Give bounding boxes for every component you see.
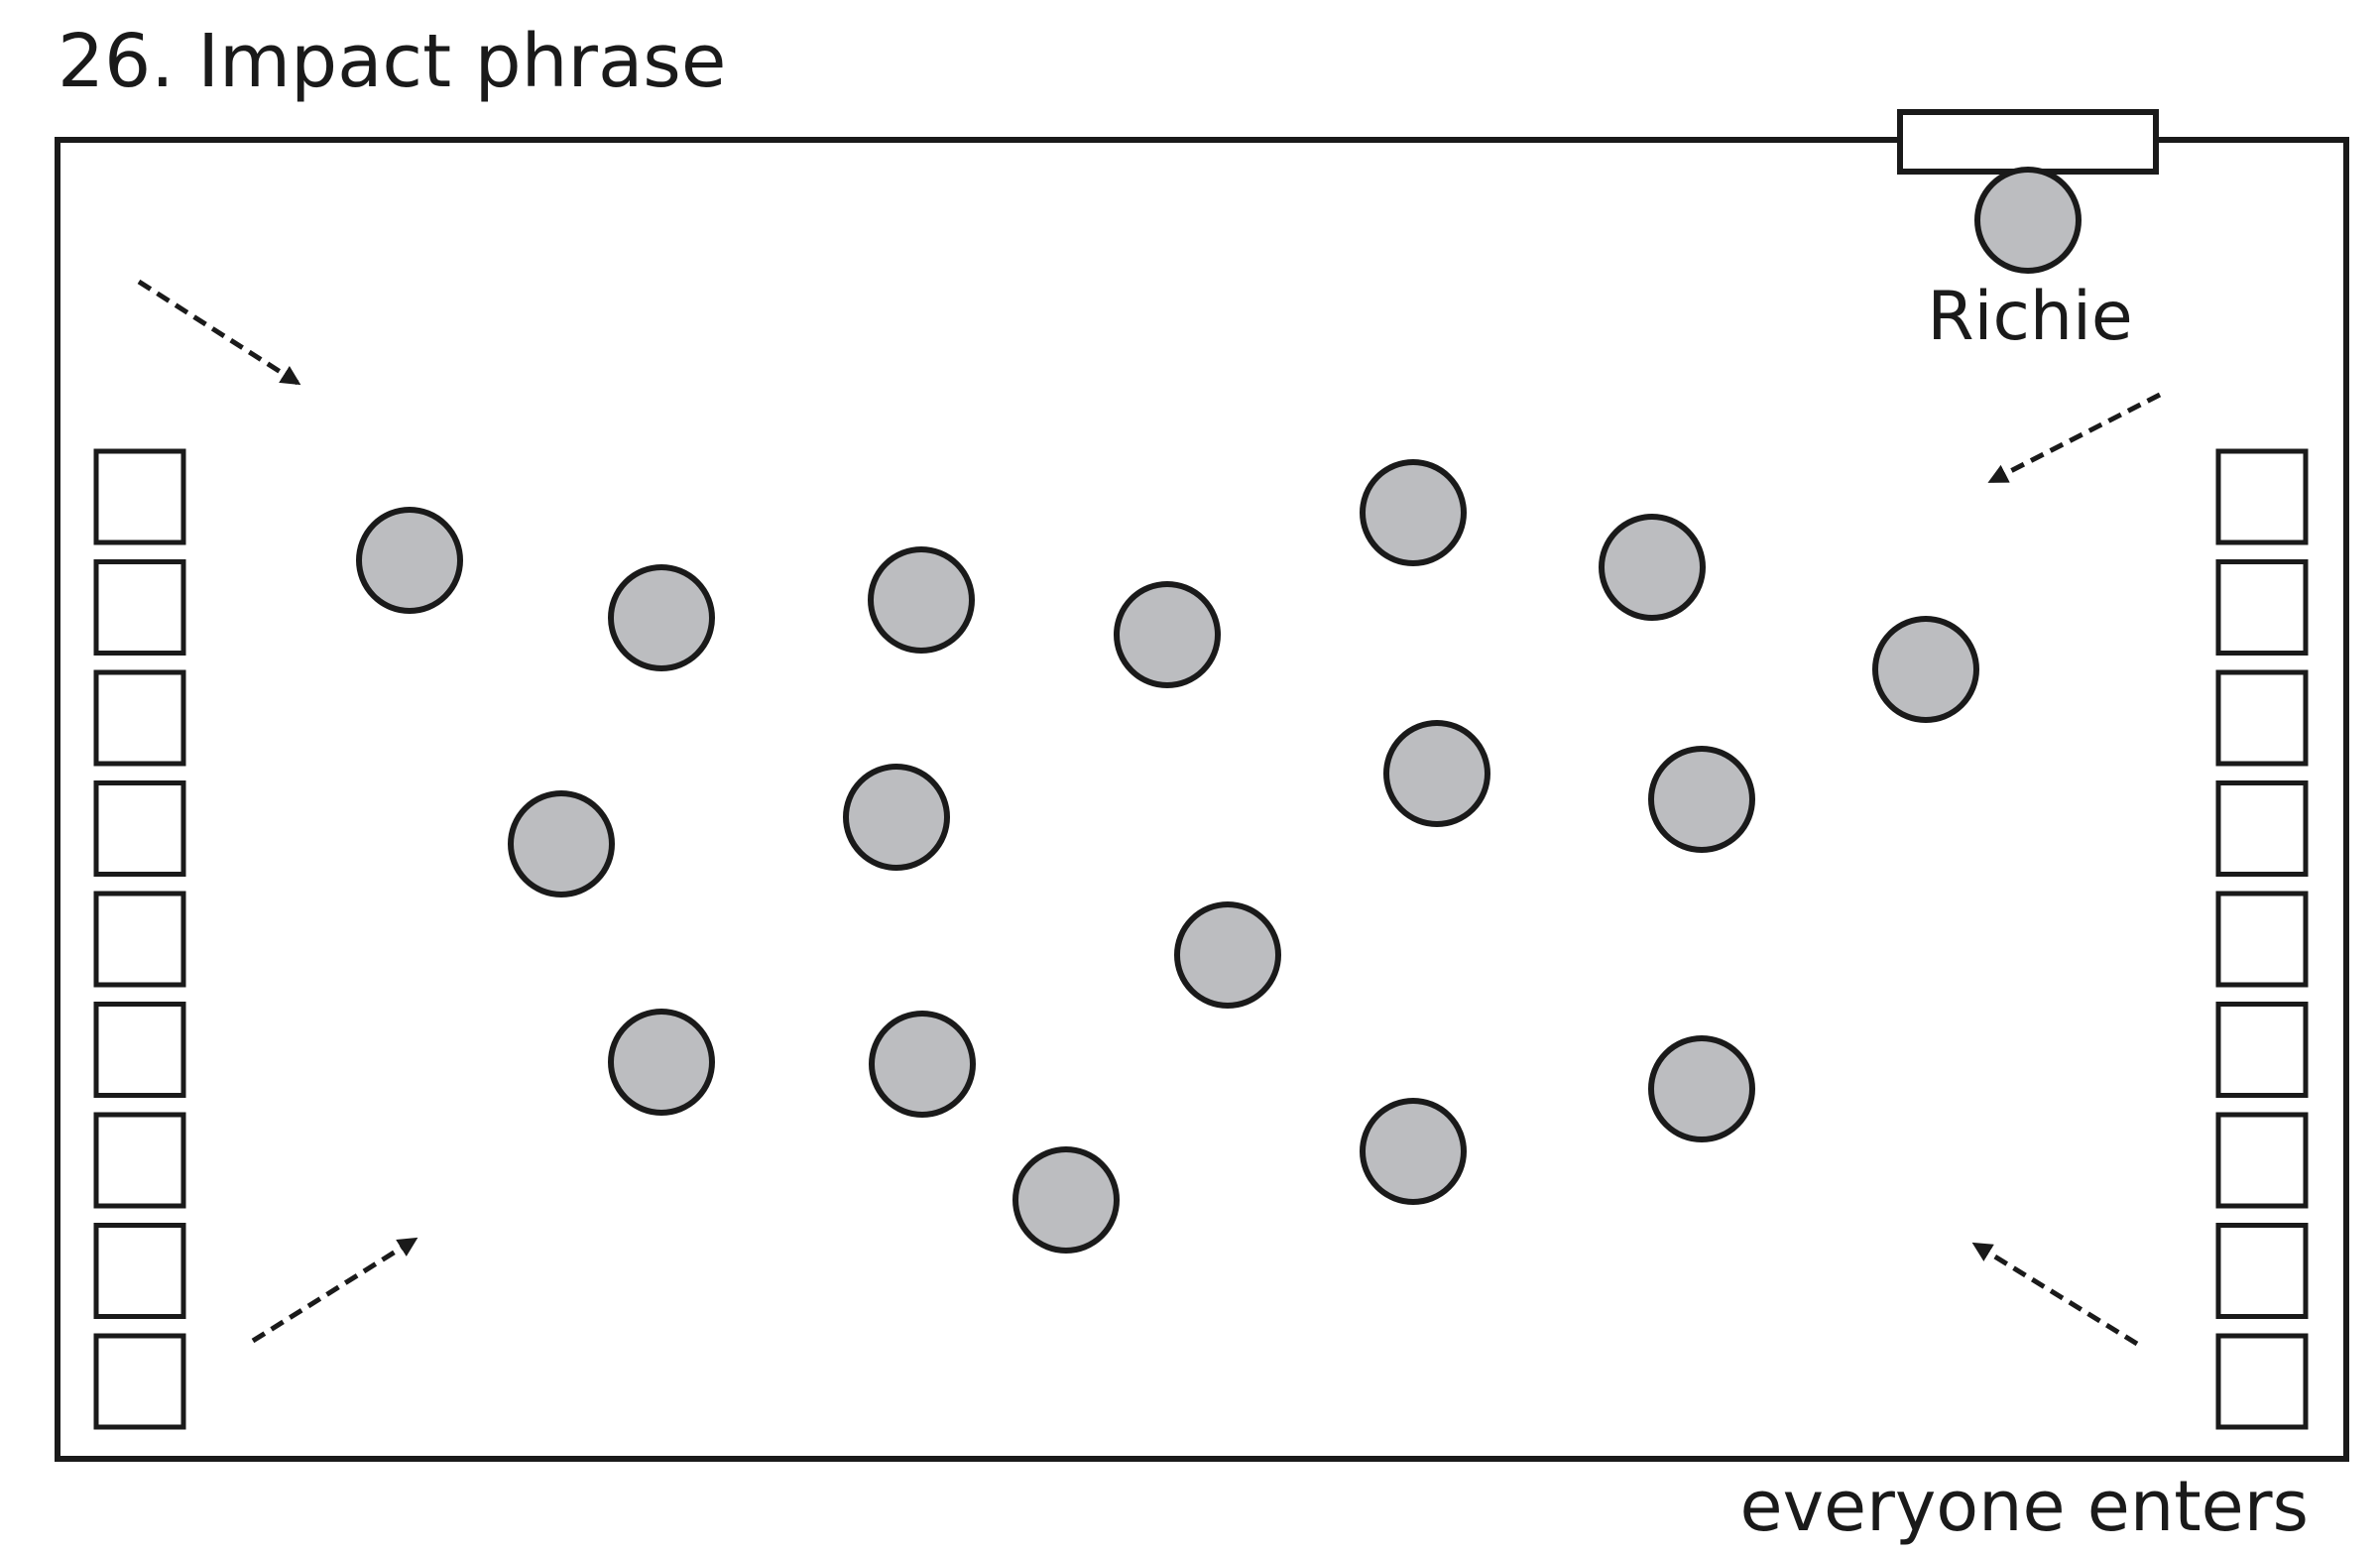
- stage-boundary: [55, 137, 2349, 1462]
- dancer-3: [868, 546, 975, 654]
- left-chair-1: [93, 448, 186, 545]
- stage-prop-box: [1897, 109, 2159, 175]
- entrance-arrow-top-right: [1987, 392, 2162, 484]
- left-side-chairs: [93, 448, 186, 1430]
- left-chair-8: [93, 1223, 186, 1319]
- left-chair-9: [93, 1333, 186, 1430]
- dancer-14: [869, 1011, 976, 1118]
- left-chair-3: [93, 669, 186, 767]
- right-chair-4: [2215, 780, 2309, 877]
- dancer-richie-label: Richie: [1927, 278, 2132, 356]
- dancer-17: [1648, 1035, 1755, 1142]
- dancer-12: [1174, 901, 1281, 1009]
- right-chair-9: [2215, 1333, 2309, 1430]
- right-chair-3: [2215, 669, 2309, 767]
- dancer-richie: [1974, 167, 2082, 274]
- entrance-arrow-bottom-left: [251, 1237, 418, 1344]
- right-chair-2: [2215, 559, 2309, 656]
- dancer-11: [1648, 746, 1755, 853]
- dancer-2: [608, 564, 715, 671]
- dancer-8: [508, 790, 615, 897]
- left-chair-7: [93, 1112, 186, 1209]
- left-chair-2: [93, 559, 186, 656]
- dancer-5: [1360, 459, 1467, 566]
- diagram-title: 26. Impact phrase: [58, 19, 727, 104]
- right-chair-7: [2215, 1112, 2309, 1209]
- dancer-13: [608, 1009, 715, 1116]
- left-chair-6: [93, 1002, 186, 1098]
- footer-caption: everyone enters: [1739, 1466, 2309, 1547]
- dancer-15: [1012, 1146, 1120, 1254]
- left-chair-5: [93, 891, 186, 988]
- dancer-10: [1383, 720, 1490, 827]
- dancer-16: [1360, 1098, 1467, 1205]
- dancer-7: [1872, 616, 1979, 723]
- right-chair-8: [2215, 1223, 2309, 1319]
- right-chair-6: [2215, 1002, 2309, 1098]
- dancer-6: [1599, 514, 1706, 621]
- dancer-9: [843, 764, 950, 871]
- entrance-arrow-top-left: [137, 279, 301, 386]
- dancer-group: [356, 459, 1979, 1254]
- right-chair-1: [2215, 448, 2309, 545]
- entrance-arrow-bottom-right: [1971, 1242, 2139, 1347]
- dancer-4: [1114, 581, 1221, 688]
- left-chair-4: [93, 780, 186, 877]
- dancer-1: [356, 507, 463, 614]
- right-chair-5: [2215, 891, 2309, 988]
- right-side-chairs: [2215, 448, 2309, 1430]
